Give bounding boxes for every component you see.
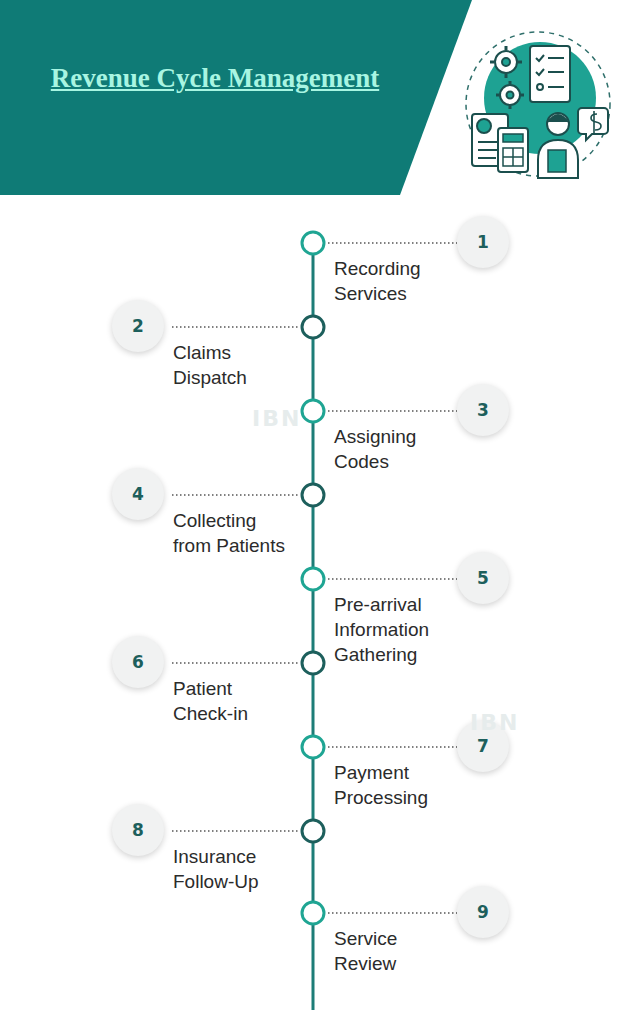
callout-number: 1: [457, 216, 509, 268]
number-badge: 1Recording Services: [457, 216, 509, 268]
step-label: Recording Services: [334, 256, 452, 306]
timeline-dots: [172, 232, 457, 924]
step-label: Insurance Follow-Up: [173, 844, 291, 894]
leader-line: [172, 830, 298, 832]
timeline-dot: [302, 316, 324, 338]
timeline-dot: [302, 736, 324, 758]
number-badge: 8Insurance Follow-Up: [112, 804, 164, 856]
step-label: Assigning Codes: [334, 424, 452, 474]
leader-line: [172, 326, 298, 328]
watermark: IBN: [470, 710, 519, 735]
timeline-dot: [302, 820, 324, 842]
header-band: [0, 0, 472, 195]
leader-line: [328, 242, 457, 244]
leader-line: [172, 662, 298, 664]
callout-number: 6: [112, 636, 164, 688]
watermark: IBN: [252, 406, 301, 431]
step-label: Claims Dispatch: [173, 340, 291, 390]
timeline-dot: [302, 652, 324, 674]
callout-number: 5: [457, 552, 509, 604]
timeline-dot: [302, 232, 324, 254]
leader-line: [328, 410, 457, 412]
timeline-line: [312, 232, 315, 1010]
step-label: Patient Check-in: [173, 676, 291, 726]
timeline-dot: [302, 484, 324, 506]
callout-number: 3: [457, 384, 509, 436]
leader-line: [328, 912, 457, 914]
callout-number: 8: [112, 804, 164, 856]
diagram-title: Revenue Cycle Management: [50, 60, 380, 97]
step-label: Collecting from Patients: [173, 508, 291, 558]
step-label: Payment Processing: [334, 760, 452, 810]
header-illustration: [466, 32, 610, 178]
step-label: Pre-arrival Information Gathering: [334, 592, 452, 667]
number-badge: 5Pre-arrival Information Gathering: [457, 552, 509, 604]
number-badge: 4Collecting from Patients: [112, 468, 164, 520]
number-badge: 6Patient Check-in: [112, 636, 164, 688]
timeline-dot: [302, 902, 324, 924]
number-badge: 3Assigning Codes: [457, 384, 509, 436]
callout-number: 9: [457, 886, 509, 938]
number-badge: 2Claims Dispatch: [112, 300, 164, 352]
timeline-dot: [302, 568, 324, 590]
callout-number: 4: [112, 468, 164, 520]
timeline-dot: [302, 400, 324, 422]
step-label: Service Review: [334, 926, 452, 976]
leader-line: [172, 494, 298, 496]
leader-line: [328, 746, 457, 748]
callout-number: 2: [112, 300, 164, 352]
number-badge: 9Service Review: [457, 886, 509, 938]
leader-line: [328, 578, 457, 580]
